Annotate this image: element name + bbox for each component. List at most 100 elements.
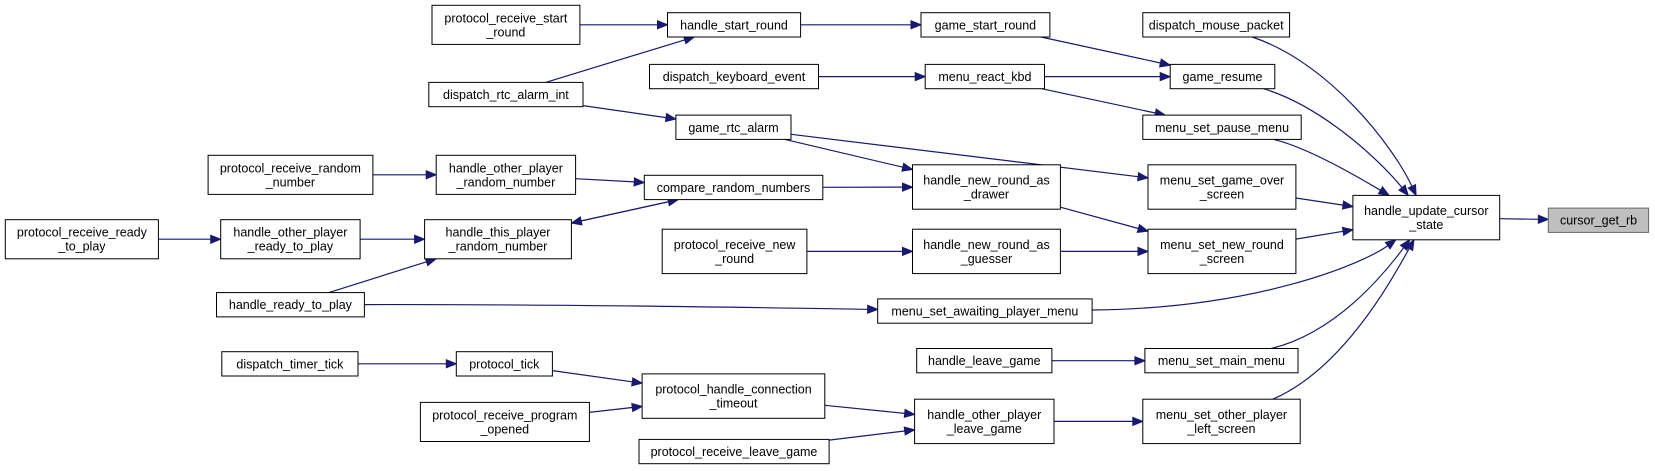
- node-label: handle_new_round_as: [923, 238, 1050, 252]
- node-label: menu_set_other_player: [1156, 408, 1287, 422]
- node-handle-other-player-leave-game[interactable]: handle_other_player_leave_game: [914, 398, 1055, 445]
- node-protocol-receive-leave-game[interactable]: protocol_receive_leave_game: [638, 438, 830, 465]
- arrowhead: [1384, 238, 1397, 250]
- node-label: menu_set_new_round: [1160, 238, 1284, 252]
- edge-handle-start-round-to-game-start-round: [800, 20, 923, 30]
- node-label: _left_screen: [1186, 422, 1255, 436]
- node-box: [1142, 12, 1291, 38]
- node-label: cursor_get_rb: [1560, 214, 1637, 228]
- node-menu-set-main-menu[interactable]: menu_set_main_menu: [1144, 348, 1299, 374]
- node-handle-new-round-as-drawer[interactable]: handle_new_round_as_drawer: [912, 164, 1061, 210]
- node-label: _timeout: [709, 397, 758, 411]
- node-label: game_rtc_alarm: [688, 121, 778, 135]
- node-menu-set-other-player-left-screen[interactable]: menu_set_other_player_left_screen: [1142, 398, 1301, 445]
- node-handle-update-cursor-state[interactable]: handle_update_cursor_state: [1352, 194, 1501, 241]
- arrowhead: [910, 20, 923, 30]
- edge-line: [364, 303, 868, 310]
- node-label: _screen: [1199, 187, 1245, 201]
- arrowhead: [1341, 200, 1355, 210]
- node-label: menu_set_game_over: [1160, 173, 1284, 187]
- edge-protocol-receive-ready-to-play-to-handle-other-player-ready-to-play: [158, 234, 223, 244]
- edge-dispatch-rtc-alarm-int-to-game-rtc-alarm: [582, 105, 678, 123]
- node-box: [207, 154, 374, 195]
- edge-menu-set-other-player-left-screen-to-handle-update-cursor-state: [1272, 238, 1415, 400]
- node-dispatch-keyboard-event[interactable]: dispatch_keyboard_event: [649, 63, 819, 90]
- node-dispatch-timer-tick[interactable]: dispatch_timer_tick: [221, 351, 359, 377]
- arrowhead: [1407, 183, 1417, 197]
- node-label: protocol_tick: [469, 357, 540, 371]
- arrowhead: [657, 20, 669, 30]
- edge-menu-set-pause-menu-to-handle-update-cursor-state: [1273, 138, 1391, 197]
- node-label: handle_start_round: [680, 18, 788, 32]
- edge-handle-ready-to-play-to-menu-set-awaiting-player-menu: [364, 303, 880, 315]
- node-label: _state: [1408, 218, 1443, 232]
- edge-handle-other-player-ready-to-play-to-handle-this-player-random-number: [360, 234, 426, 244]
- node-menu-react-kbd[interactable]: menu_react_kbd: [924, 63, 1046, 90]
- edge-line: [1272, 248, 1410, 400]
- arrowhead: [902, 182, 914, 192]
- node-label: handle_other_player: [233, 226, 347, 240]
- edge-line: [1252, 36, 1413, 187]
- node-handle-leave-game[interactable]: handle_leave_game: [916, 348, 1053, 374]
- node-protocol-handle-connection-timeout[interactable]: protocol_handle_connection_timeout: [641, 373, 826, 419]
- edge-handle-update-cursor-state-to-cursor-get-rb: [1499, 214, 1550, 225]
- node-label: _ready_to_play: [247, 240, 334, 254]
- node-handle-start-round[interactable]: handle_start_round: [667, 12, 802, 38]
- edge-compare-random-numbers-to-handle-this-player-random-number: [570, 199, 679, 226]
- node-cursor-get-rb[interactable]: cursor_get_rb: [1547, 207, 1650, 233]
- node-game-start-round[interactable]: game_start_round: [920, 12, 1051, 38]
- arrowhead: [903, 426, 916, 436]
- edge-line: [1040, 36, 1161, 64]
- node-box: [221, 351, 359, 377]
- arrowhead: [1137, 171, 1150, 182]
- edge-protocol-receive-new-round-to-handle-new-round-as-guesser: [806, 246, 914, 257]
- node-label: menu_set_awaiting_player_menu: [891, 305, 1078, 319]
- node-protocol-receive-start-round[interactable]: protocol_receive_start_round: [431, 4, 581, 45]
- node-handle-this-player-random-number[interactable]: handle_this_player_random_number: [424, 219, 572, 260]
- node-box: [1147, 164, 1297, 210]
- node-compare-random-numbers[interactable]: compare_random_numbers: [643, 174, 824, 201]
- node-handle-other-player-random-number[interactable]: handle_other_player_random_number: [435, 154, 577, 195]
- edge-line: [580, 199, 679, 222]
- edges-layer: [158, 20, 1550, 441]
- node-handle-ready-to-play[interactable]: handle_ready_to_play: [216, 292, 365, 318]
- arrowhead: [414, 234, 426, 244]
- arrowhead: [633, 177, 646, 187]
- edge-compare-random-numbers-to-handle-new-round-as-drawer: [822, 182, 914, 192]
- node-dispatch-mouse-packet[interactable]: dispatch_mouse_packet: [1142, 12, 1291, 38]
- arrowhead: [901, 162, 914, 172]
- node-protocol-receive-random-number[interactable]: protocol_receive_random_number: [207, 154, 374, 195]
- edge-menu-react-kbd-to-menu-set-pause-menu: [1041, 88, 1167, 118]
- node-game-rtc-alarm[interactable]: game_rtc_alarm: [675, 114, 792, 140]
- edge-handle-other-player-leave-game-to-menu-set-other-player-left-screen: [1054, 416, 1145, 427]
- arrowhead: [1159, 71, 1172, 82]
- node-dispatch-rtc-alarm-int[interactable]: dispatch_rtc_alarm_int: [428, 81, 584, 108]
- edge-line: [1263, 88, 1403, 188]
- edge-line: [824, 404, 905, 414]
- node-protocol-receive-program-opened[interactable]: protocol_receive_program_opened: [419, 401, 590, 442]
- edge-dispatch-mouse-packet-to-handle-update-cursor-state: [1252, 36, 1417, 197]
- node-handle-other-player-ready-to-play[interactable]: handle_other_player_ready_to_play: [220, 219, 361, 260]
- node-protocol-receive-new-round[interactable]: protocol_receive_new_round: [661, 228, 808, 275]
- node-label: _drawer: [963, 187, 1009, 201]
- node-protocol-receive-ready-to-play[interactable]: protocol_receive_ready_to_play: [4, 219, 159, 260]
- node-label: dispatch_mouse_packet: [1149, 18, 1284, 32]
- arrowhead: [1132, 416, 1145, 427]
- edge-protocol-receive-leave-game-to-handle-other-player-leave-game: [829, 426, 916, 441]
- node-game-resume[interactable]: game_resume: [1169, 63, 1276, 90]
- node-protocol-tick[interactable]: protocol_tick: [455, 351, 553, 377]
- node-menu-set-pause-menu[interactable]: menu_set_pause_menu: [1142, 114, 1302, 140]
- node-menu-set-awaiting-player-menu[interactable]: menu_set_awaiting_player_menu: [877, 298, 1093, 324]
- node-label: _round: [485, 25, 525, 39]
- node-box: [455, 351, 553, 377]
- node-handle-new-round-as-guesser[interactable]: handle_new_round_as_guesser: [912, 228, 1061, 275]
- arrowhead: [914, 71, 927, 82]
- edge-protocol-tick-to-protocol-handle-connection-timeout: [552, 370, 644, 387]
- edge-game-rtc-alarm-to-menu-set-game-over-screen: [791, 133, 1150, 182]
- edge-handle-ready-to-play-to-handle-this-player-random-number: [328, 257, 438, 294]
- node-menu-set-game-over-screen[interactable]: menu_set_game_over_screen: [1147, 164, 1297, 210]
- edge-game-resume-to-handle-update-cursor-state: [1263, 88, 1410, 197]
- arrowhead: [1404, 238, 1415, 252]
- node-menu-set-new-round-screen[interactable]: menu_set_new_round_screen: [1147, 228, 1297, 275]
